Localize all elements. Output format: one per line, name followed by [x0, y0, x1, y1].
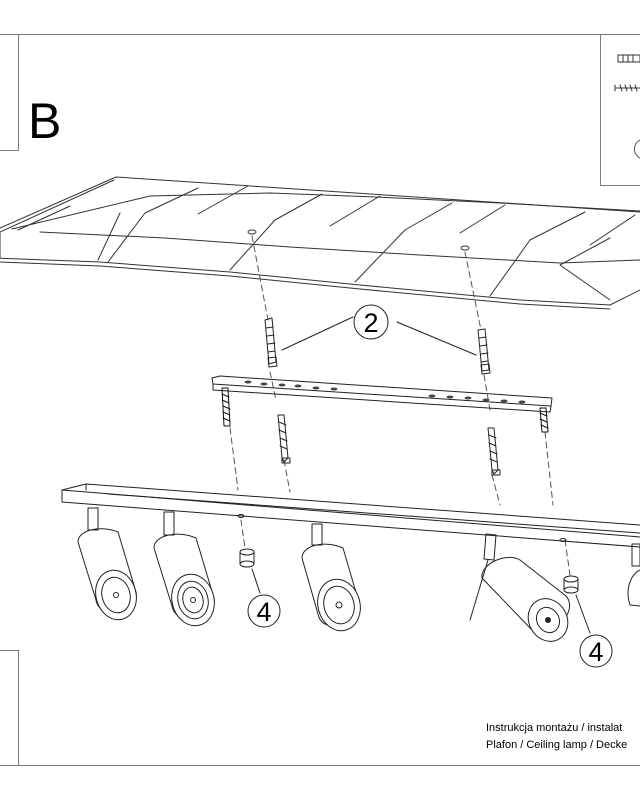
spotlight-3 — [301, 523, 361, 632]
wood-screw-right — [487, 427, 501, 476]
spotlight-2 — [153, 511, 215, 627]
footer-line-1: Instrukcja montażu / instalat — [486, 722, 623, 734]
footer-caption: Instrukcja montażu / instalat Plafon / C… — [486, 720, 627, 754]
bottom-border — [0, 765, 640, 766]
left-panel-bottom-side — [18, 650, 19, 766]
callout-4-left-number: 4 — [256, 597, 271, 627]
wall-dowel-right — [477, 328, 491, 375]
dowel-icon — [617, 54, 640, 63]
left-panel-top-side — [18, 34, 19, 151]
parts-box-bottom — [600, 185, 640, 186]
spotlight-5 — [627, 543, 640, 607]
wood-screw-left — [277, 414, 291, 464]
footer-line-2: Plafon / Ceiling lamp / Decke — [486, 739, 628, 751]
bracket-screw-right — [539, 407, 549, 433]
spacer-right — [563, 575, 579, 594]
step-letter: B — [28, 93, 62, 149]
lamp-bar — [61, 483, 640, 548]
wall-dowel-left — [264, 317, 278, 368]
callout-4-right-number: 4 — [588, 637, 603, 667]
spacer-left — [239, 548, 255, 568]
mounting-bracket — [211, 375, 553, 413]
callout-4-right — [575, 594, 613, 668]
callout-2 — [281, 304, 477, 356]
parts-box-partial-circle — [633, 139, 640, 159]
top-border — [0, 34, 640, 35]
callout-2-number: 2 — [363, 308, 378, 338]
axis-lines — [229, 235, 571, 576]
screw-icon — [614, 84, 640, 92]
spotlight-1 — [77, 507, 137, 621]
left-panel-bottom-edge — [0, 650, 18, 651]
ceiling-tiles — [0, 176, 640, 310]
callout-4-left — [247, 568, 281, 628]
spotlight-4 — [469, 533, 571, 642]
parts-box-left — [600, 34, 601, 186]
left-panel-top-edge — [0, 150, 18, 151]
bracket-screw-left — [221, 387, 231, 427]
